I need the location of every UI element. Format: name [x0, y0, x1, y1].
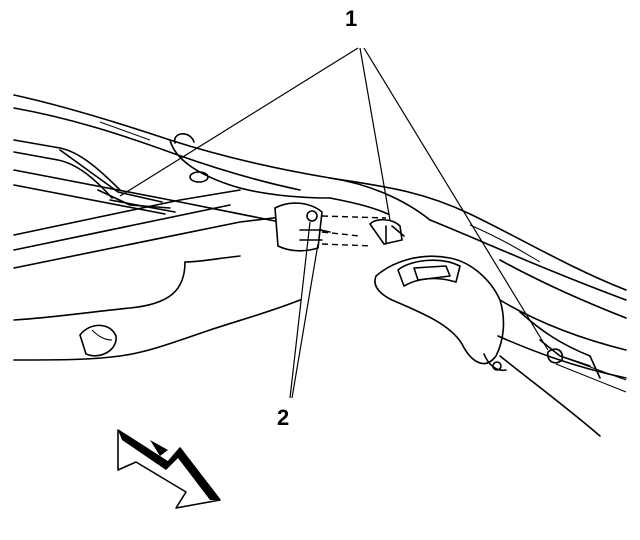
callout-label-2: 2	[277, 405, 290, 430]
callout-label-1: 1	[345, 6, 358, 31]
lower-housing	[13, 255, 301, 361]
frame-rail	[13, 94, 627, 319]
right-crossmember	[374, 255, 627, 437]
leader-lines-2	[289, 221, 319, 399]
leader-lines-1	[119, 47, 549, 351]
center-bracket	[274, 197, 405, 252]
direction-arrow-icon	[117, 429, 221, 509]
